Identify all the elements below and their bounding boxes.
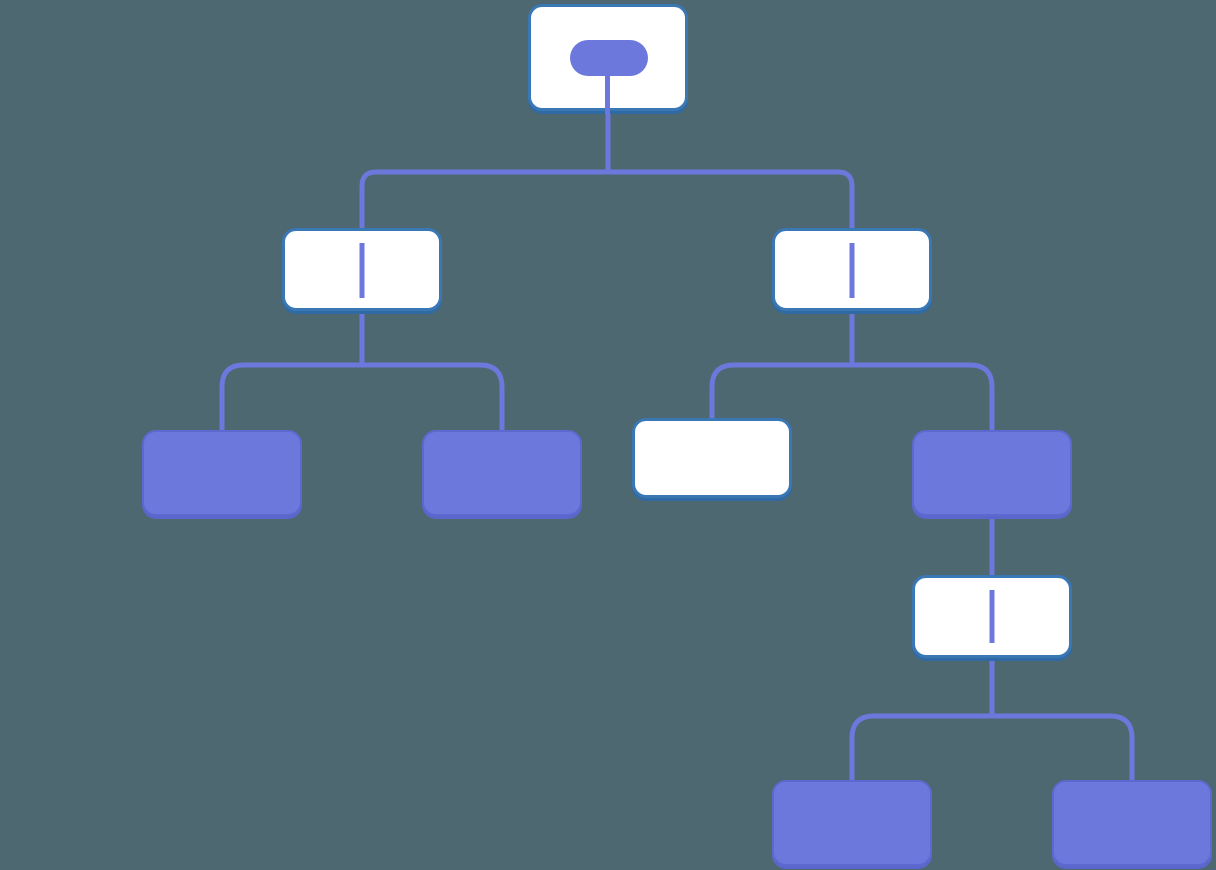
leaf-node-2[interactable]: [422, 430, 582, 516]
leaf-node-3[interactable]: [772, 780, 932, 866]
root-node-pill: [570, 40, 648, 76]
branch-process-node[interactable]: [912, 430, 1072, 516]
left-branch-node[interactable]: [282, 228, 442, 311]
leaf-node-4[interactable]: [1052, 780, 1212, 866]
terminal-card-node[interactable]: [632, 418, 792, 498]
leaf-node-1[interactable]: [142, 430, 302, 516]
right-branch-node[interactable]: [772, 228, 932, 311]
root-node-stem: [605, 76, 610, 114]
sub-branch-node[interactable]: [912, 575, 1072, 658]
